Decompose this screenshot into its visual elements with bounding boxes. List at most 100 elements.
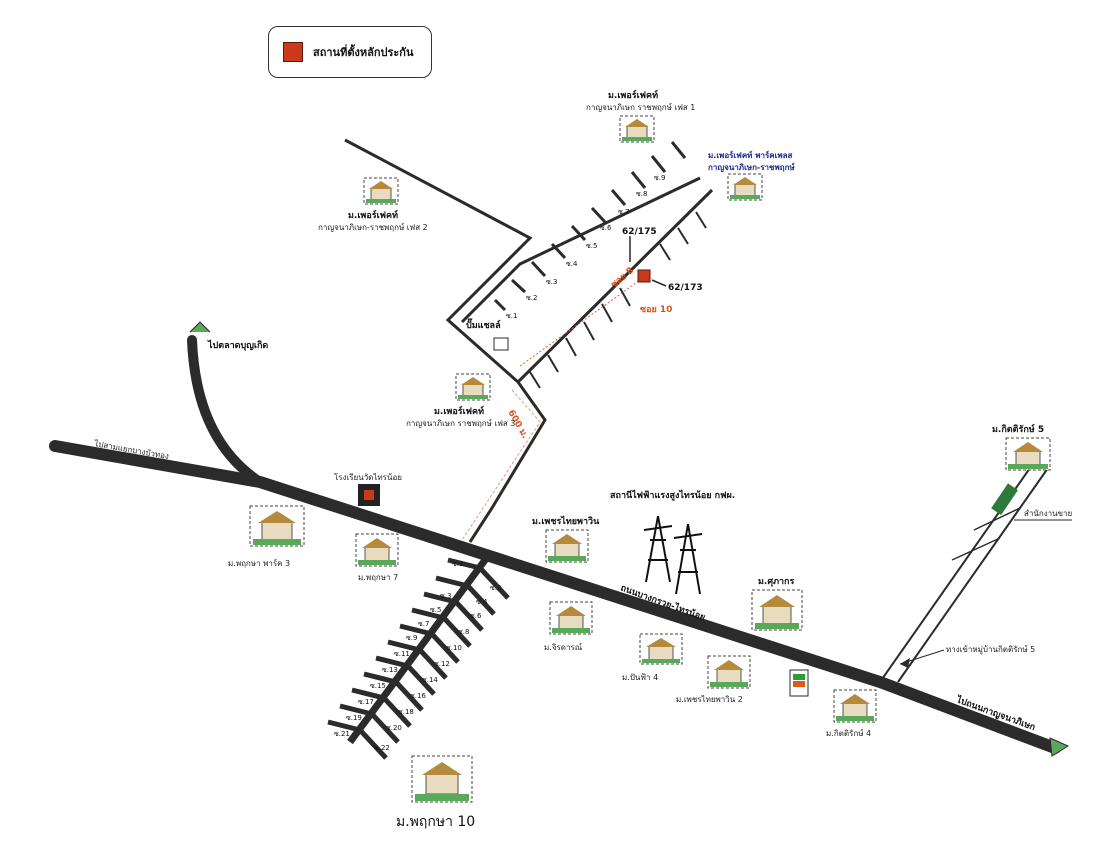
top-soi-label-7: ซ.7 [618, 208, 629, 216]
house-icon [833, 689, 877, 723]
house-b-number: 62/173 [668, 283, 703, 293]
village-label-kittirat4: ม.กิตติรักษ์ 4 [826, 728, 871, 738]
convenience-store-stripe-orange [793, 681, 805, 687]
top-soi-label-3: ซ.3 [546, 278, 557, 286]
arrow-top-left-icon [189, 321, 211, 333]
village-sub-mid: กาญจนาภิเษก ราชพฤกษ์ เฟส 3 [406, 418, 515, 428]
village-label-phetthai2: ม.เพชรไทยพาวิน 2 [676, 695, 743, 704]
house-a-number: 62/175 [622, 227, 657, 237]
arrow-right-icon [1049, 737, 1070, 757]
bottom-soi-label-6: ซ.6 [470, 612, 482, 620]
bottom-soi-label-1: ซ.1 [452, 560, 463, 568]
house-icon [619, 115, 655, 143]
top-soi-label-8: ซ.8 [636, 190, 647, 198]
convenience-store-stripe-green [793, 674, 805, 680]
bottom-soi-labels: ซ.1 ซ.2 ซ.3 ซ.4 ซ.5 ซ.6 ซ.7 ซ.8 ซ.9 ซ.10… [334, 560, 501, 752]
house-icon [545, 529, 589, 563]
bottom-soi-label-5: ซ.5 [430, 606, 441, 614]
bottom-soi-label-16: ซ.16 [410, 692, 426, 700]
village-sub-left: กาญจนาภิเษก-ราชพฤกษ์ เฟส 2 [318, 222, 428, 232]
kittirat-crossings [951, 507, 1021, 561]
collateral-marker [637, 269, 651, 283]
village-label-top2: ม.เพอร์เฟคท์ พาร์คเพลส [708, 150, 793, 160]
house-b-pointer [651, 279, 667, 287]
top-soi-ticks [493, 141, 687, 312]
route-highlight [461, 389, 541, 541]
bottom-soi-label-17: ซ.17 [358, 698, 374, 706]
village-label-mid: ม.เพอร์เฟคท์ [434, 405, 484, 417]
main-road [49, 440, 1061, 754]
access-road-inner [460, 176, 701, 324]
house-icon [363, 177, 399, 205]
village-label-supakorn: ม.ศุภากร [758, 577, 795, 587]
house-icon [455, 373, 491, 401]
sales-office-building [991, 483, 1018, 515]
school-label: โรงเรียนวัดไทรน้อย [334, 472, 402, 482]
access-road-outer [344, 138, 714, 385]
bottom-soi-label-9: ซ.9 [406, 634, 417, 642]
top-soi-label-9: ซ.9 [654, 174, 665, 182]
bottom-soi-label-2: ซ.2 [490, 584, 501, 592]
bottom-soi-label-10: ซ.10 [446, 644, 462, 652]
bottom-soi-label-15: ซ.15 [370, 682, 386, 690]
legend-label: สถานที่ตั้งหลักประกัน [313, 46, 414, 59]
village-sub-top2: กาญจนาภิเษก-ราชพฤกษ์ [708, 162, 795, 173]
bottom-soi-label-4: ซ.4 [476, 598, 488, 606]
bottom-soi-label-7: ซ.7 [418, 620, 429, 628]
top-soi-labels: ซ.1 ซ.2 ซ.3 ซ.4 ซ.5 ซ.6 ซ.7 ซ.8 ซ.9 [506, 174, 665, 320]
village-label-pruksa10: ม.พฤกษา 10 [396, 814, 475, 830]
house-icon [751, 589, 803, 631]
bottom-soi-label-3: ซ.3 [440, 592, 451, 600]
village-label-pruksa7: ม.พฤกษา 7 [358, 573, 398, 582]
top-soi-label-5: ซ.5 [586, 242, 597, 250]
bottom-soi-label-18: ซ.18 [398, 708, 414, 716]
kittirat-road-right [897, 467, 1049, 683]
bottom-soi-label-14: ซ.14 [422, 676, 438, 684]
school-icon-mark [364, 490, 374, 500]
bottom-soi-label-20: ซ.20 [386, 724, 402, 732]
village-label-top1: ม.เพอร์เฟคท์ [608, 89, 658, 101]
bottom-soi-label-22: ซ.22 [374, 744, 390, 752]
village-icons [249, 115, 1051, 803]
village-label-chiradarn: ม.จิรดารณ์ [544, 642, 583, 652]
bottom-soi-label-13: ซ.13 [382, 666, 398, 674]
bottom-soi-label-21: ซ.21 [334, 730, 350, 738]
bottom-soi-label-11: ซ.11 [394, 650, 410, 658]
top-soi-label-4: ซ.4 [566, 260, 578, 268]
top-soi-label-6: ซ.6 [600, 224, 612, 232]
house-icon [355, 533, 399, 567]
village-label-kittirat5: ม.กิตติรักษ์ 5 [992, 423, 1044, 435]
top-left-destination-label: ไปตลาดบุญเกิด [207, 339, 268, 351]
house-icon [1005, 437, 1051, 471]
village-label-pruksa-park3: ม.พฤกษา พาร์ค 3 [228, 558, 290, 568]
house-icon [639, 633, 683, 665]
connector-road [468, 381, 547, 543]
collateral-location-swatch [283, 42, 303, 62]
village-label-panfah4: ม.ปันฟ้า 4 [622, 673, 658, 682]
side-soi-label: ซอย 8 [610, 266, 636, 290]
village-label-left: ม.เพอร์เฟคท์ [348, 209, 398, 221]
house-icon [707, 655, 751, 689]
bottom-soi-label-8: ซ.8 [458, 628, 469, 636]
gas-station-icon [493, 337, 509, 351]
gas-station-label: ปั๊มแชลล์ [466, 318, 501, 331]
substation-label: สถานีไฟฟ้าแรงสูงไทรน้อย กฟผ. [610, 489, 735, 501]
house-icon [411, 755, 473, 803]
top-soi-label-1: ซ.1 [506, 312, 517, 320]
entrance-note: ทางเข้าหมู่บ้านกิตติรักษ์ 5 [946, 644, 1035, 655]
collateral-soi-label: ซอย 10 [640, 305, 672, 315]
house-icon [727, 173, 763, 201]
sales-office-label: สำนักงานขาย [1024, 509, 1072, 518]
house-icon [549, 601, 593, 635]
power-tower-icon [643, 515, 703, 595]
bottom-soi-label-19: ซ.19 [346, 714, 362, 722]
top-soi-ticks-lower [529, 211, 707, 389]
house-icon [249, 505, 305, 547]
map-legend: สถานที่ตั้งหลักประกัน [268, 26, 432, 78]
village-sub-top1: กาญจนาภิเษก ราชพฤกษ์ เฟส 1 [586, 102, 695, 112]
curved-road [187, 335, 265, 487]
soi-highlight [519, 279, 641, 367]
bottom-soi-label-12: ซ.12 [434, 660, 450, 668]
entrance-arrow-icon [900, 658, 910, 668]
